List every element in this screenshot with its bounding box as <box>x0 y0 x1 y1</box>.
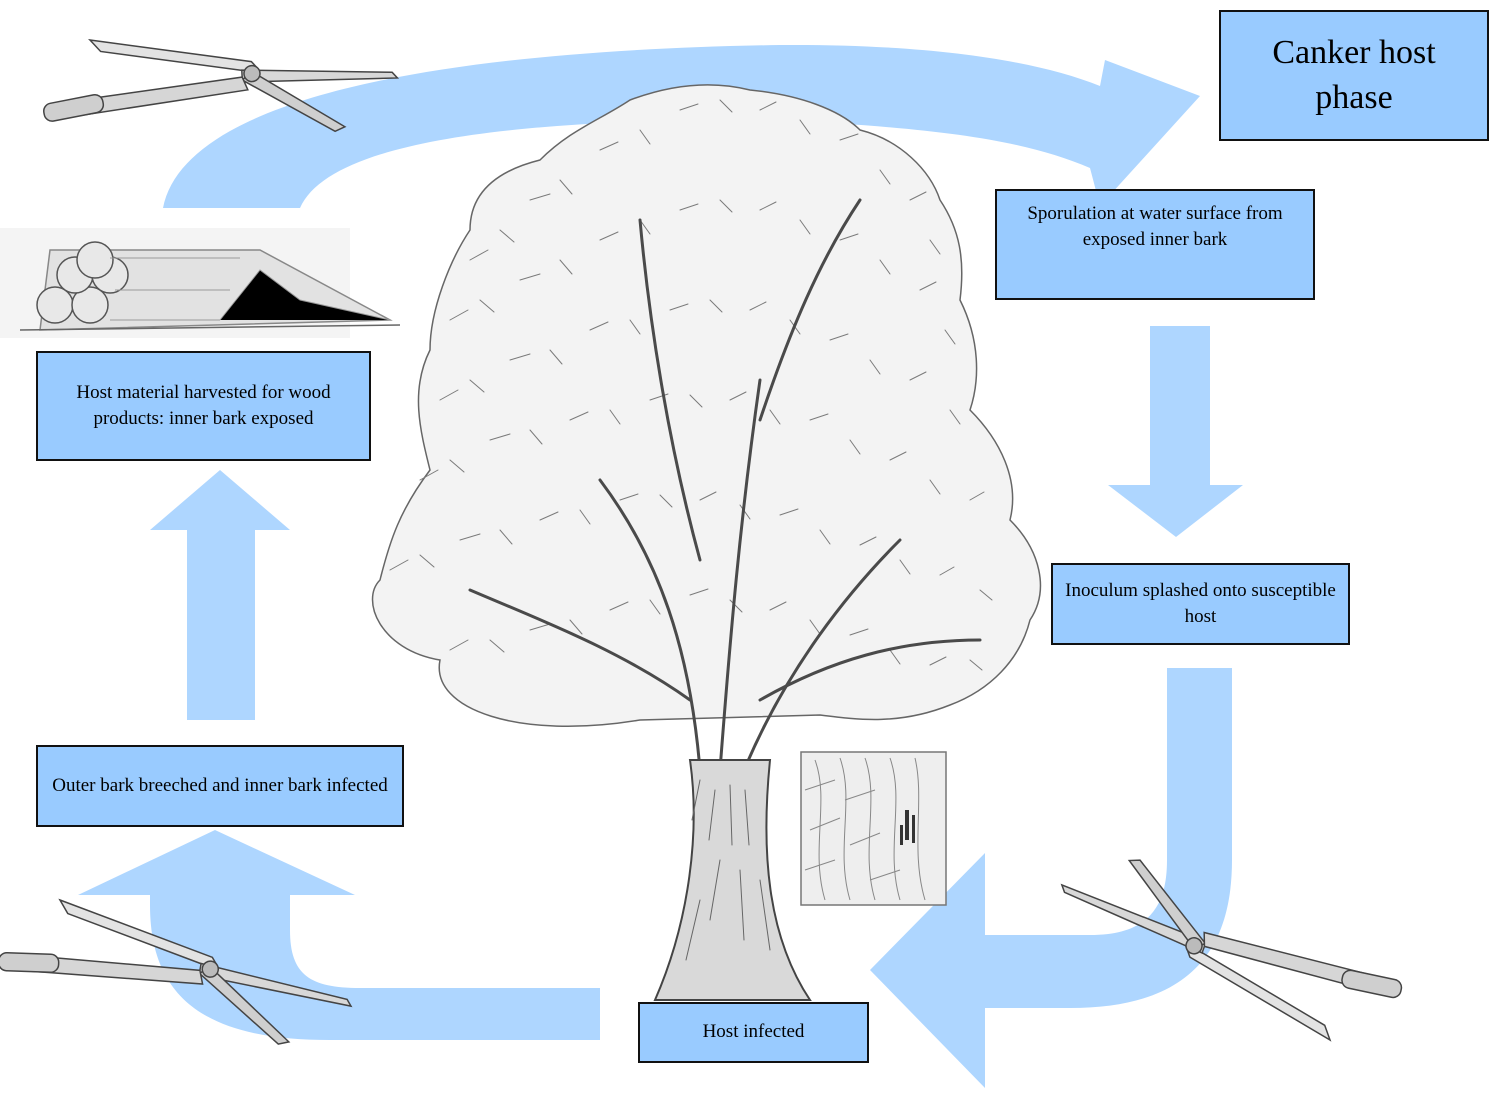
outer-bark-step-box: Outer bark breeched and inner bark infec… <box>36 745 404 827</box>
tree-illustration <box>371 84 1042 1001</box>
host-infected-step-box: Host infected <box>638 1002 869 1063</box>
host-infected-step-label: Host infected <box>702 1021 805 1043</box>
down-arrow <box>1108 326 1243 537</box>
harvested-step-box: Host material harvested for wood product… <box>36 351 371 461</box>
log-pile-illustration <box>0 228 401 338</box>
outer-bark-step-label: Outer bark breeched and inner bark infec… <box>52 774 388 796</box>
inoculum-step-box: Inoculum splashed onto susceptible host <box>1051 563 1350 645</box>
diagram-title-box: Canker host phase <box>1219 10 1489 141</box>
sporulation-step-label: Sporulation at water surface from expose… <box>1027 203 1283 251</box>
left-curved-arrow <box>78 830 600 1040</box>
sporulation-step-box: Sporulation at water surface from expose… <box>995 189 1315 300</box>
harvested-step-label: Host material harvested for wood product… <box>76 381 331 429</box>
top-curved-arrow <box>163 44 1200 208</box>
bark-closeup-illustration <box>800 751 947 906</box>
up-arrow <box>150 470 290 720</box>
diagram-title: Canker host phase <box>1272 34 1436 116</box>
right-curved-arrow <box>870 668 1232 1088</box>
inoculum-step-label: Inoculum splashed onto susceptible host <box>1065 579 1336 627</box>
